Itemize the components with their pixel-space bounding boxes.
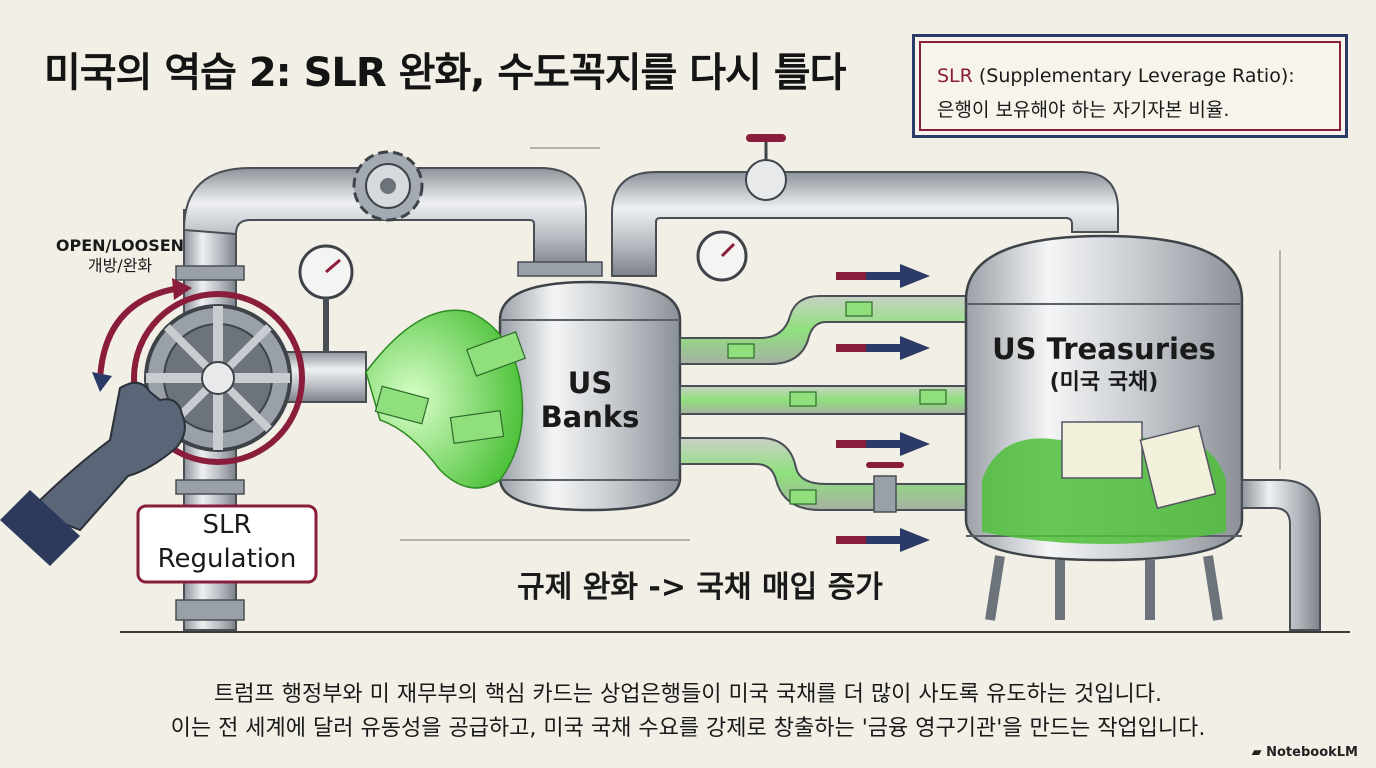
bond-certificate-icon xyxy=(1061,421,1143,479)
slr-regulation-label: SLR Regulation xyxy=(138,508,316,576)
bond-certificate-icon xyxy=(1139,424,1217,510)
pipe-flange xyxy=(517,261,603,277)
sleeve-icon xyxy=(0,490,80,566)
pressure-gauge-icon xyxy=(298,244,354,352)
treasuries-label: US Treasuries (미국 국채) xyxy=(966,330,1242,398)
definition-term-line: SLR (Supplementary Leverage Ratio): xyxy=(937,65,1295,87)
footer-line-1: 트럼프 행정부와 미 재무부의 핵심 카드는 상업은행들이 미국 국채를 더 많… xyxy=(214,682,1162,707)
banks-line1: US xyxy=(567,366,613,400)
outlet-pipe xyxy=(1241,479,1321,631)
brand-text: NotebookLM xyxy=(1266,745,1358,760)
tank-legs xyxy=(985,555,1223,621)
hand-icon xyxy=(28,381,186,532)
flow-arrows xyxy=(836,264,930,552)
pressure-gauge-icon xyxy=(696,230,748,282)
banks-tank xyxy=(498,280,682,512)
dollar-bills xyxy=(374,301,947,505)
open-loosen-label: OPEN/LOOSEN 개방/완화 xyxy=(20,236,220,276)
upper-connector-pipe xyxy=(611,171,1119,277)
banks-label: US Banks xyxy=(520,366,660,434)
pipe-base-flange xyxy=(175,599,245,621)
treasuries-line1: US Treasuries xyxy=(992,332,1216,366)
flow-caption: 규제 완화 -> 국채 매입 증가 xyxy=(517,570,883,605)
brand-icon: ▰ xyxy=(1251,745,1267,760)
pipe-flange xyxy=(175,479,245,495)
open-loosen-ko: 개방/완화 xyxy=(87,256,153,275)
definition-term-full: (Supplementary Leverage Ratio): xyxy=(972,65,1295,87)
gear-icon xyxy=(352,150,424,222)
slr-valve-wheel xyxy=(131,291,305,465)
definition-meaning: 은행이 보유해야 하는 자기자본 비율. xyxy=(937,99,1230,121)
dimension-lines xyxy=(400,147,1281,541)
brand-label: ▰ NotebookLM xyxy=(1252,745,1358,760)
pipe-flange xyxy=(175,265,245,281)
slr-regulation-box xyxy=(136,504,318,584)
definition-box: SLR (Supplementary Leverage Ratio): 은행이 … xyxy=(912,34,1348,138)
slr-regulation-line2: Regulation xyxy=(157,544,297,574)
slr-regulation-line1: SLR xyxy=(202,510,252,540)
page-title: 미국의 역습 2: SLR 완화, 수도꼭지를 다시 틀다 xyxy=(44,50,846,96)
footer-line-2: 이는 전 세계에 달러 유동성을 공급하고, 미국 국채 수요를 강제로 창출하… xyxy=(170,716,1206,741)
definition-term: SLR xyxy=(937,65,973,87)
rotation-arrow-icon xyxy=(97,285,181,381)
valve-wheel-icon xyxy=(745,134,787,201)
open-loosen-en: OPEN/LOOSEN xyxy=(55,236,185,255)
banks-line2: Banks xyxy=(540,400,640,434)
treasuries-line2: (미국 국채) xyxy=(1049,370,1159,395)
